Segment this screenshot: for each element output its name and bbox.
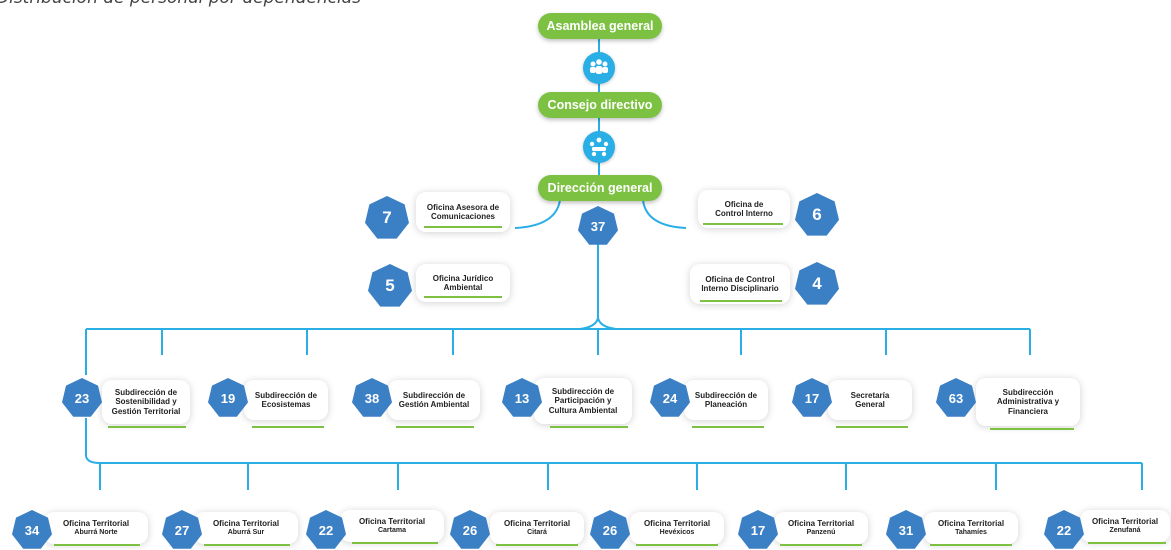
- node-subdireccion-participacion: Subdirección de Participación y Cultura …: [534, 378, 632, 424]
- underline: [496, 544, 578, 546]
- node-subdireccion-ecosistemas: Subdirección de Ecosistemas: [244, 380, 328, 420]
- underline: [692, 426, 764, 428]
- node-oficina-control-disciplinario: Oficina de Control Interno Disciplinario: [690, 264, 790, 304]
- underline: [700, 300, 782, 302]
- count-subdireccion-administrativa: 63: [936, 378, 976, 417]
- count-direccion-general: 37: [578, 206, 618, 245]
- people-group-icon: [583, 52, 615, 84]
- node-territorial-aburra-norte: Oficina Territorial Aburrá Norte: [44, 512, 148, 544]
- count-territorial-citara: 26: [450, 510, 490, 549]
- node-territorial-hevexicos: Oficina Territorial Hevéxicos: [630, 512, 724, 544]
- count-oficina-comunicaciones: 7: [365, 196, 409, 239]
- count-secretaria-general: 17: [792, 378, 832, 417]
- count-territorial-panzenu: 17: [738, 510, 778, 549]
- node-subdireccion-administrativa: Subdirección Administrativa y Financiera: [976, 378, 1080, 426]
- node-territorial-zenufana: Oficina Territorial Zenufaná: [1080, 510, 1170, 542]
- underline: [108, 426, 186, 428]
- underline: [424, 226, 502, 228]
- count-territorial-tahamies: 31: [886, 510, 926, 549]
- page-heading: Distribución de personal por dependencia…: [0, 0, 361, 8]
- count-subdireccion-participacion: 13: [502, 378, 542, 417]
- underline: [703, 223, 783, 225]
- count-subdireccion-ecosistemas: 19: [208, 378, 248, 417]
- count-subdireccion-planeacion: 24: [650, 378, 690, 417]
- underline: [396, 426, 474, 428]
- node-subdireccion-planeacion: Subdirección de Planeación: [684, 380, 768, 420]
- underline: [780, 544, 862, 546]
- node-direccion-general: Dirección general: [538, 175, 662, 201]
- node-subdireccion-sostenibilidad: Subdirección de Sostenibilidad y Gestión…: [102, 380, 190, 424]
- node-territorial-citara: Oficina Territorial Citará: [490, 512, 584, 544]
- underline: [930, 544, 1012, 546]
- count-territorial-zenufana: 22: [1044, 510, 1084, 549]
- underline: [252, 426, 324, 428]
- underline: [204, 544, 290, 546]
- count-territorial-aburra-norte: 34: [12, 510, 52, 549]
- count-subdireccion-gestion-ambiental: 38: [352, 378, 392, 417]
- node-consejo-directivo: Consejo directivo: [538, 92, 662, 118]
- meeting-table-icon: [583, 131, 615, 163]
- node-oficina-comunicaciones: Oficina Asesora de Comunicaciones: [416, 192, 510, 232]
- node-oficina-juridico-ambiental: Oficina Jurídico Ambiental: [416, 264, 510, 302]
- node-oficina-control-interno: Oficina de Control Interno: [698, 190, 790, 228]
- count-oficina-control-interno: 6: [795, 193, 839, 236]
- underline: [990, 428, 1074, 430]
- count-oficina-juridico-ambiental: 5: [368, 264, 412, 307]
- underline: [424, 296, 502, 298]
- underline: [54, 544, 140, 546]
- underline: [352, 542, 438, 544]
- count-territorial-cartama: 22: [306, 510, 346, 549]
- node-territorial-aburra-sur: Oficina Territorial Aburrá Sur: [194, 512, 298, 544]
- node-territorial-panzenu: Oficina Territorial Panzenú: [774, 512, 868, 544]
- node-subdireccion-gestion-ambiental: Subdirección de Gestión Ambiental: [388, 380, 480, 420]
- underline: [550, 426, 628, 428]
- underline: [636, 544, 718, 546]
- node-secretaria-general: Secretaría General: [828, 380, 912, 420]
- node-territorial-tahamies: Oficina Territorial Tahamíes: [924, 512, 1018, 544]
- count-subdireccion-sostenibilidad: 23: [62, 378, 102, 417]
- node-asamblea-general: Asamblea general: [538, 13, 662, 39]
- count-oficina-control-disciplinario: 4: [795, 262, 839, 305]
- count-territorial-aburra-sur: 27: [162, 510, 202, 549]
- underline: [836, 426, 908, 428]
- underline: [1088, 542, 1166, 544]
- count-territorial-hevexicos: 26: [590, 510, 630, 549]
- node-territorial-cartama: Oficina Territorial Cartama: [340, 510, 444, 542]
